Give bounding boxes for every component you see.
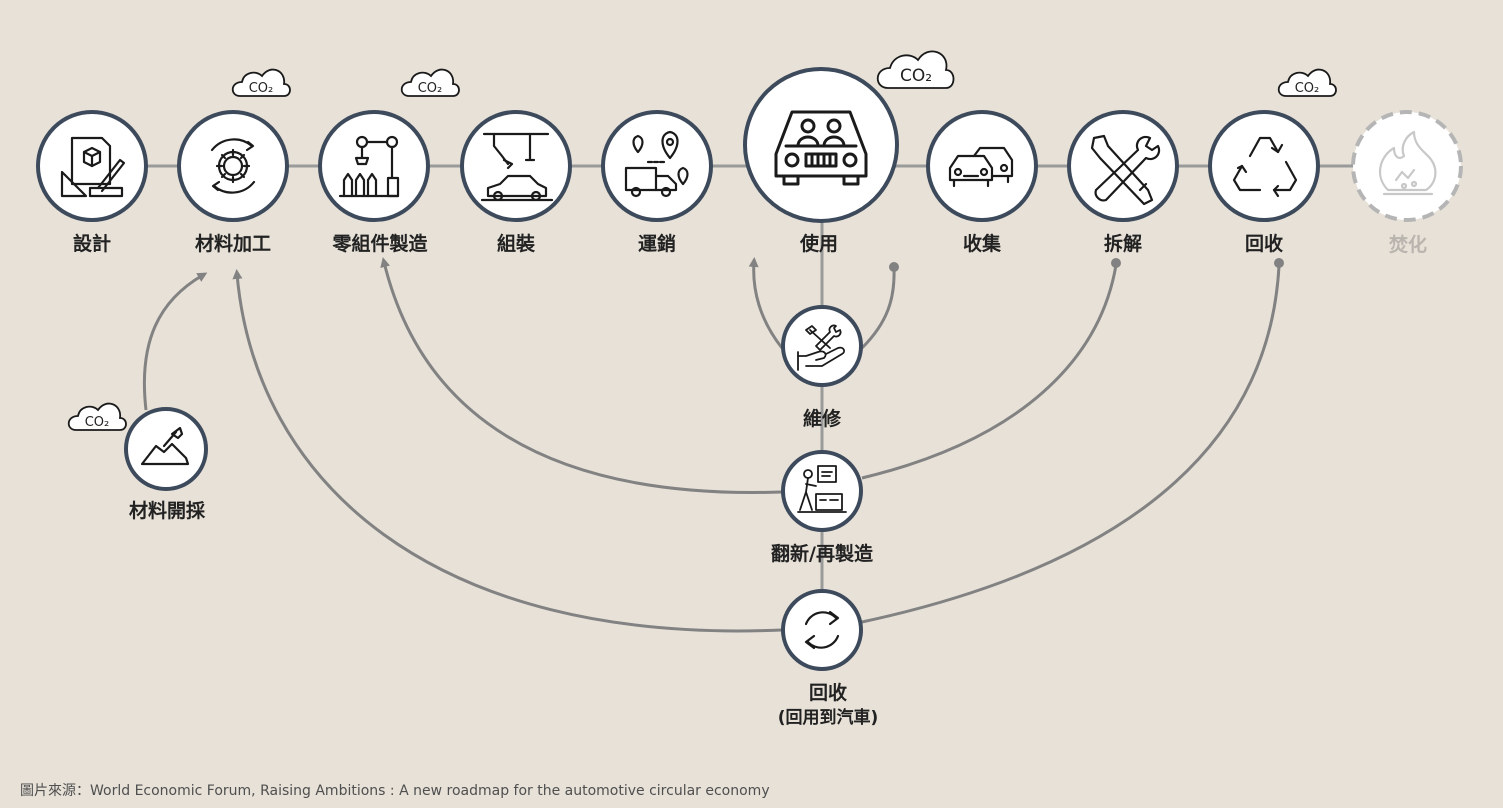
- stage-design: 設計: [36, 110, 148, 255]
- use-outlet-dot: [889, 262, 899, 272]
- loop-refurbish: 翻新/再製造: [771, 450, 874, 565]
- car-passengers-icon: [774, 110, 868, 186]
- collection-label: 收集: [963, 232, 1002, 255]
- recycle-loop-label: 回收: [809, 681, 847, 704]
- incineration-node: [1351, 110, 1463, 222]
- repair-label: 維修: [803, 407, 842, 430]
- recycling-label: 回收: [1245, 232, 1283, 255]
- delivery-truck-icon: [624, 130, 689, 198]
- stage-collection: 收集: [926, 110, 1038, 255]
- co2-badge-material-processing: CO₂: [231, 68, 291, 97]
- assembly-robot-icon: [480, 132, 554, 202]
- refurbish-label: 翻新/再製造: [771, 542, 874, 565]
- mining-to-processing-arrow: [142, 272, 208, 411]
- cars-icon: [948, 146, 1014, 188]
- co2-badge-use: CO₂: [876, 50, 955, 89]
- stage-assembly: 組裝: [460, 110, 572, 255]
- recycling-to-recycle-line: [861, 265, 1281, 624]
- co2-text: CO₂: [418, 81, 443, 96]
- disassembly-node: [1067, 110, 1179, 222]
- material-processing-label: 材料加工: [195, 232, 271, 255]
- source-caption: 圖片來源：World Economic Forum, Raising Ambit…: [20, 783, 770, 799]
- use-label: 使用: [799, 233, 838, 255]
- collection-node: [926, 110, 1038, 222]
- disassembly-outlet-dot: [1111, 258, 1121, 268]
- mining-label: 材料開採: [129, 499, 206, 522]
- co2-text: CO₂: [1295, 81, 1320, 96]
- distribution-node: [601, 110, 713, 222]
- refurbish-to-parts-arrow: [380, 257, 783, 494]
- mining-shovel-icon: [140, 426, 190, 466]
- loop-mining: 材料開採: [124, 407, 208, 522]
- co2-badge-mining: CO₂: [67, 402, 127, 431]
- stage-incineration: 焚化: [1351, 110, 1463, 256]
- recycling-node: [1208, 110, 1320, 222]
- disassembly-to-refurbish-line: [861, 264, 1118, 480]
- gear-cycle-icon: [210, 138, 256, 194]
- co2-badge-recycling: CO₂: [1277, 68, 1337, 97]
- mechanic-workstation-icon: [797, 465, 847, 513]
- recycle-loop-node: [781, 589, 863, 671]
- recycle-loop-note: (回用到汽車): [778, 707, 879, 728]
- stage-distribution: 運銷: [601, 110, 713, 255]
- stage-material-processing: 材料加工: [177, 110, 289, 255]
- recycling-outlet-dot: [1274, 258, 1284, 268]
- loop-repair: 維修: [781, 305, 863, 430]
- disassembly-label: 拆解: [1104, 232, 1142, 255]
- material-processing-node: [177, 110, 289, 222]
- repair-hand-icon: [797, 324, 845, 371]
- stage-disassembly: 拆解: [1067, 110, 1179, 255]
- design-label: 設計: [73, 232, 111, 255]
- co2-text: CO₂: [900, 66, 932, 86]
- parts-manufacturing-node: [318, 110, 430, 222]
- robot-arm-icon: [338, 135, 400, 198]
- refurbish-node: [781, 450, 863, 532]
- stage-parts-manufacturing: 零組件製造: [318, 110, 430, 255]
- repair-to-use-arrow: [748, 257, 784, 349]
- co2-text: CO₂: [85, 415, 110, 430]
- assembly-node: [460, 110, 572, 222]
- parts-manufacturing-label: 零組件製造: [331, 232, 428, 255]
- repair-node: [781, 305, 863, 387]
- loop-recycle: 回收 (回用到汽車): [778, 589, 879, 728]
- tools-icon: [1090, 134, 1161, 206]
- recycle-icon: [1232, 136, 1298, 198]
- incineration-label: 焚化: [1389, 233, 1427, 256]
- use-to-repair-line: [860, 267, 896, 350]
- stage-recycling: 回收: [1208, 110, 1320, 255]
- co2-badge-parts-manufacturing: CO₂: [400, 68, 460, 97]
- stage-use: 使用: [743, 67, 899, 255]
- distribution-label: 運銷: [638, 232, 676, 255]
- assembly-label: 組裝: [497, 232, 536, 255]
- co2-text: CO₂: [249, 81, 274, 96]
- design-icon: [60, 136, 126, 198]
- refresh-icon: [804, 610, 840, 650]
- fire-icon: [1378, 130, 1437, 196]
- recycle-to-processing-arrow: [232, 269, 783, 633]
